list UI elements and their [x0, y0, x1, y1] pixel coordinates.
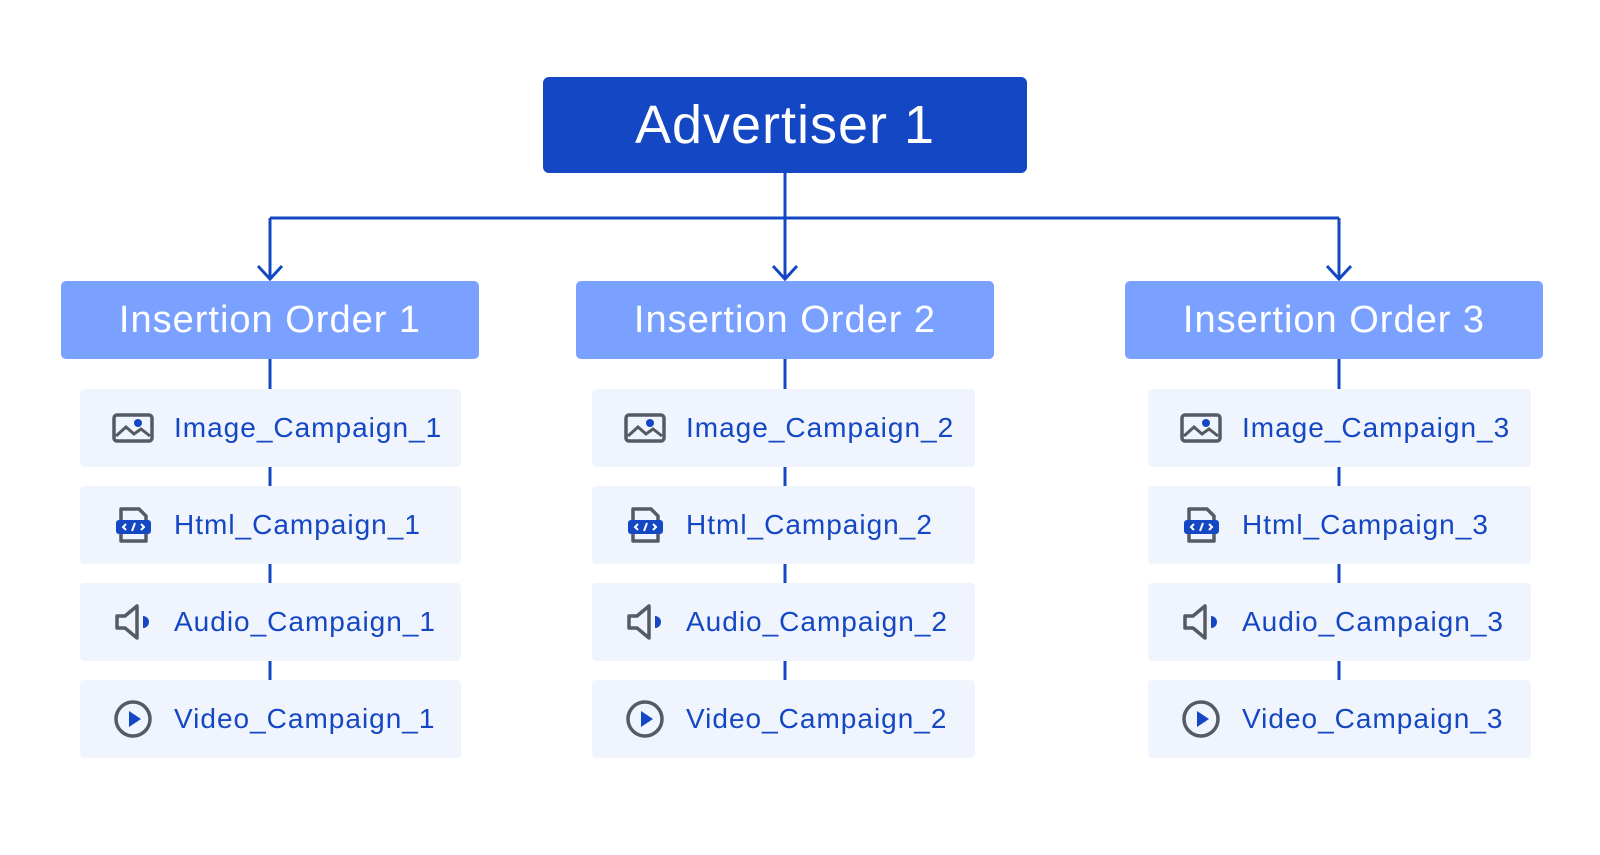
play-icon	[622, 696, 668, 742]
campaign-node-html-3[interactable]: Html_Campaign_3	[1148, 486, 1531, 564]
speaker-icon	[1178, 599, 1224, 645]
campaign-node-html-2[interactable]: Html_Campaign_2	[592, 486, 975, 564]
arrowhead-3	[1325, 264, 1353, 282]
speaker-icon	[110, 599, 156, 645]
campaign-label: Audio_Campaign_1	[174, 606, 436, 637]
arrowhead-2	[771, 264, 799, 282]
campaign-label: Video_Campaign_1	[174, 703, 436, 734]
campaign-node-html-1[interactable]: Html_Campaign_1	[80, 486, 461, 564]
html-file-icon	[622, 502, 668, 548]
image-icon	[1178, 405, 1224, 451]
campaign-node-video-3[interactable]: Video_Campaign_3	[1148, 680, 1531, 758]
image-icon	[622, 405, 668, 451]
campaign-node-image-1[interactable]: Image_Campaign_1	[80, 389, 461, 467]
campaign-label: Video_Campaign_2	[686, 703, 948, 734]
insertion-order-label: Insertion Order 2	[633, 298, 937, 341]
insertion-order-node-2[interactable]: Insertion Order 2	[576, 281, 994, 359]
campaign-node-video-2[interactable]: Video_Campaign_2	[592, 680, 975, 758]
campaign-node-image-2[interactable]: Image_Campaign_2	[592, 389, 975, 467]
campaign-label: Audio_Campaign_3	[1242, 606, 1504, 637]
insertion-order-label: Insertion Order 1	[118, 298, 422, 341]
campaign-label: Html_Campaign_1	[174, 509, 421, 540]
advertiser-label: Advertiser 1	[634, 95, 936, 155]
html-file-icon	[110, 502, 156, 548]
campaign-label: Image_Campaign_1	[174, 412, 443, 443]
campaign-node-video-1[interactable]: Video_Campaign_1	[80, 680, 461, 758]
campaign-label: Html_Campaign_2	[686, 509, 933, 540]
play-icon	[110, 696, 156, 742]
insertion-order-node-1[interactable]: Insertion Order 1	[61, 281, 479, 359]
insertion-order-label: Insertion Order 3	[1182, 298, 1486, 341]
campaign-label: Image_Campaign_3	[1242, 412, 1511, 443]
image-icon	[110, 405, 156, 451]
campaign-label: Image_Campaign_2	[686, 412, 955, 443]
campaign-label: Video_Campaign_3	[1242, 703, 1504, 734]
campaign-node-audio-2[interactable]: Audio_Campaign_2	[592, 583, 975, 661]
campaign-label: Audio_Campaign_2	[686, 606, 948, 637]
speaker-icon	[622, 599, 668, 645]
arrowhead-1	[256, 264, 284, 282]
campaign-node-audio-3[interactable]: Audio_Campaign_3	[1148, 583, 1531, 661]
campaign-node-image-3[interactable]: Image_Campaign_3	[1148, 389, 1531, 467]
campaign-label: Html_Campaign_3	[1242, 509, 1489, 540]
campaign-node-audio-1[interactable]: Audio_Campaign_1	[80, 583, 461, 661]
insertion-order-node-3[interactable]: Insertion Order 3	[1125, 281, 1543, 359]
advertiser-node[interactable]: Advertiser 1	[543, 77, 1027, 173]
html-file-icon	[1178, 502, 1224, 548]
play-icon	[1178, 696, 1224, 742]
